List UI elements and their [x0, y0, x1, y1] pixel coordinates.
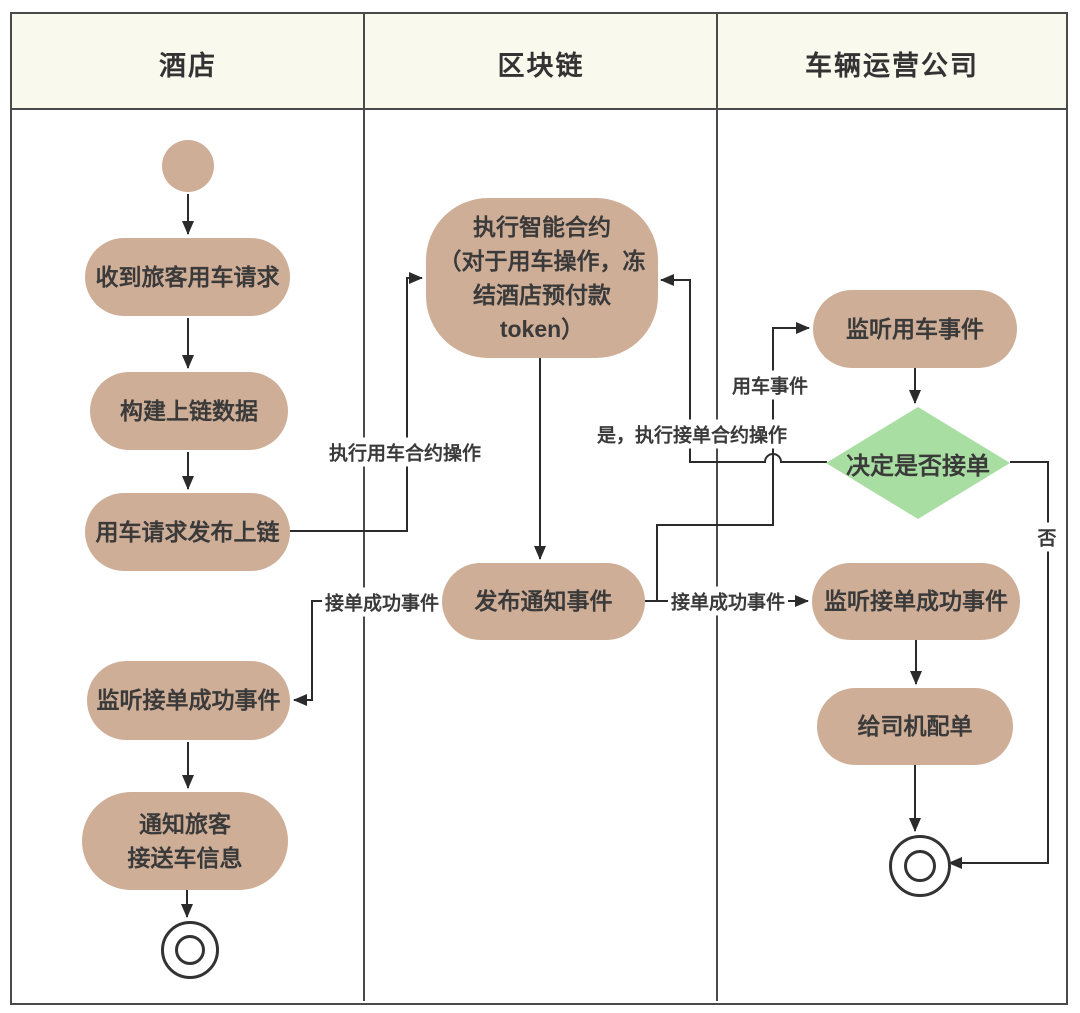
node-assign-driver: 给司机配单 [817, 688, 1013, 765]
end-node-hotel [161, 921, 219, 979]
end-node-hotel-inner [175, 935, 205, 965]
lane-header-hotel: 酒店 [159, 51, 217, 81]
swimlane-header-row [12, 14, 1066, 110]
node-company-listen-success: 监听接单成功事件 [812, 563, 1020, 640]
node-listen-car-event: 监听用车事件 [813, 290, 1017, 368]
node-publish-event: 发布通知事件 [442, 563, 645, 640]
edge-label-accept-success-right: 接单成功事件 [667, 586, 789, 616]
lane-divider-2 [716, 14, 718, 1001]
node-build-data: 构建上链数据 [90, 372, 288, 450]
edge-decision-no-to-end [948, 461, 1049, 869]
node-notify-passenger: 通知旅客 接送车信息 [82, 792, 288, 890]
node-publish-request: 用车请求发布上链 [85, 493, 290, 571]
edge-label-yes-execute-accept: 是，执行接单合约操作 [593, 419, 791, 449]
lane-header-company: 车辆运营公司 [805, 51, 979, 81]
end-node-company-inner [904, 850, 936, 882]
start-node [162, 140, 214, 192]
edge-event-to-listen-car [656, 322, 810, 601]
node-receive-request: 收到旅客用车请求 [85, 238, 290, 316]
edge-label-car-event: 用车事件 [728, 370, 812, 400]
edge-label-accept-success-left: 接单成功事件 [321, 587, 443, 617]
edge-label-execute-car-contract: 执行用车合约操作 [325, 437, 485, 467]
lane-header-blockchain: 区块链 [497, 51, 585, 81]
end-node-company [889, 835, 951, 897]
edge-decision-yes-to-contract [660, 274, 827, 463]
node-execute-contract: 执行智能合约 （对于用车操作，冻 结酒店预付款 token） [426, 198, 658, 358]
edge-label-no: 否 [1034, 522, 1060, 552]
lane-divider-1 [363, 14, 365, 1001]
node-hotel-listen-success: 监听接单成功事件 [87, 661, 290, 740]
edge-publish-to-contract [290, 272, 423, 532]
